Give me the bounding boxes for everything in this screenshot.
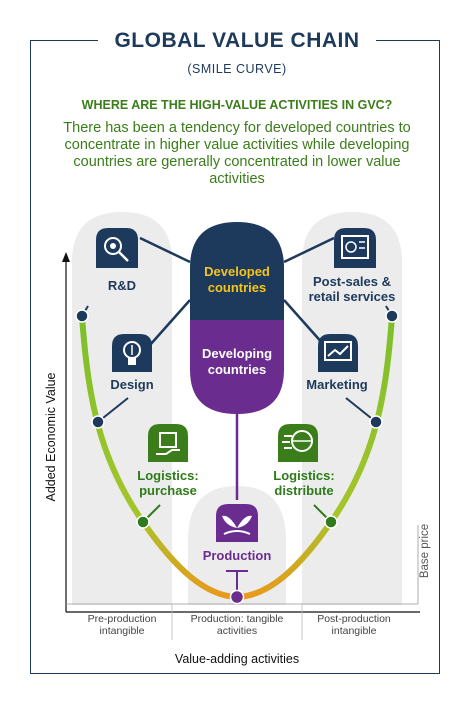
marketing-node: [369, 415, 383, 429]
developed-countries-box: [190, 222, 284, 320]
production-icon: [216, 504, 258, 542]
description-text: There has been a tendency for developed …: [63, 120, 411, 187]
x-axis-label: Value-adding activities: [174, 652, 300, 666]
y-axis-label: Added Economic Value: [44, 372, 58, 502]
developed-countries-label: Developed countries: [204, 264, 270, 295]
post-sales-label: Post-sales & retail services: [308, 274, 396, 304]
logistics-distribute-node: [324, 515, 338, 529]
developing-countries-box: [190, 320, 284, 414]
page-title: GLOBAL VALUE CHAIN: [98, 24, 376, 58]
rd-icon: [96, 228, 138, 268]
post-sales-node: [385, 309, 399, 323]
y-axis-arrow: [62, 252, 70, 262]
production-segment-label: Production: tangible activities: [190, 613, 284, 637]
production-label: Production: [202, 548, 272, 563]
pre-production-pillar: [72, 212, 172, 605]
pre-production-label: Pre-production intangible: [87, 613, 157, 637]
logistics-purchase-icon: [148, 424, 188, 462]
production-node: [229, 589, 245, 605]
post-production-pillar: [302, 212, 402, 605]
marketing-icon: [318, 334, 358, 372]
logistics-purchase-node: [136, 515, 150, 529]
question-heading: WHERE ARE THE HIGH-VALUE ACTIVITIES IN G…: [81, 98, 393, 112]
marketing-label: Marketing: [306, 377, 368, 392]
logistics-purchase-label: Logistics: purchase: [137, 468, 199, 498]
page-subtitle: (SMILE CURVE): [187, 62, 287, 76]
post-production-label: Post-production intangible: [317, 613, 391, 637]
post-sales-icon: [334, 228, 376, 268]
rd-label: R&D: [107, 278, 137, 293]
design-node: [91, 415, 105, 429]
design-label: Design: [110, 377, 154, 392]
production-pillar: [188, 486, 286, 605]
base-price-label: Base price: [419, 523, 431, 579]
rd-node: [75, 309, 89, 323]
developing-countries-label: Developing countries: [201, 346, 273, 377]
logistics-distribute-label: Logistics: distribute: [273, 468, 335, 498]
design-icon: [112, 334, 152, 372]
logistics-distribute-icon: [278, 424, 318, 462]
